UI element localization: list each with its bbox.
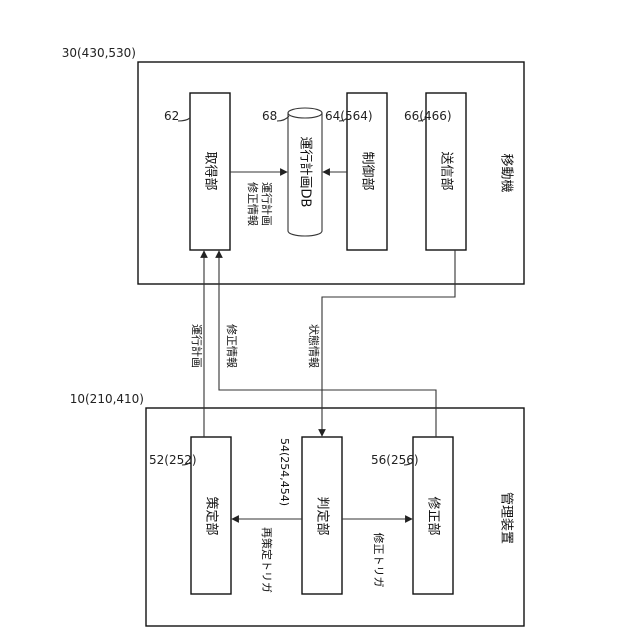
acquire-label: 取得部 — [203, 151, 219, 190]
status-link-label: 状態情報 — [307, 324, 321, 368]
fix-ref: 56(256) — [371, 453, 419, 467]
mobile-fix-note: 修正情報 — [246, 182, 260, 226]
plan-db-ref: 68 — [262, 109, 277, 123]
mobile-plan-note: 運行計画 — [260, 182, 274, 226]
transmit-label: 送信部 — [439, 151, 454, 190]
judge-label: 判定部 — [315, 496, 330, 535]
control-ref: 64(564) — [325, 109, 373, 123]
management-ref: 10(210,410) — [70, 392, 144, 406]
plan-db-label: 運行計画DB — [298, 137, 314, 208]
fixtrigger-label: 修正トリガ — [372, 533, 386, 588]
mobile-unit-name: 移動機 — [499, 153, 514, 192]
transmit-ref: 66(466) — [404, 109, 452, 123]
planning-label: 策定部 — [204, 496, 220, 535]
planning-ref: 52(252) — [149, 453, 197, 467]
control-label: 制御部 — [360, 151, 375, 190]
retrigger-label: 再策定トリガ — [260, 527, 274, 593]
acquire-ref: 62 — [164, 109, 179, 123]
management-name: 管理装置 — [499, 492, 514, 544]
plan-link-label: 運行計画 — [190, 324, 204, 368]
fix-link-label: 修正情報 — [225, 324, 239, 368]
judge-ref: 54(254,454) — [278, 438, 291, 506]
mobile-unit-ref: 30(430,530) — [62, 46, 136, 60]
fix-label: 修正部 — [426, 496, 441, 535]
